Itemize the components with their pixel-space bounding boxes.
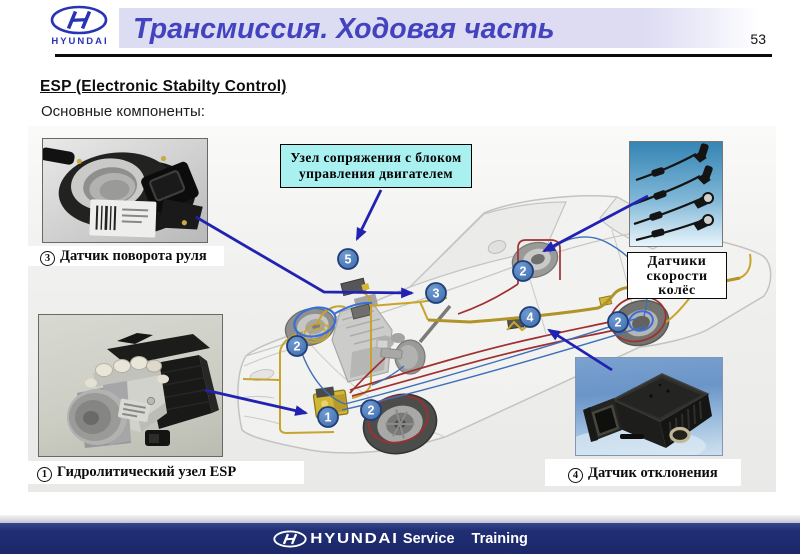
caption-strip [28,461,304,484]
callout-line1: Узел сопряжения с блоком [290,150,462,165]
callout-engine-ecu-interface: Узел сопряжения с блоком управления двиг… [280,144,472,188]
caption-steering-sensor: 3 Датчик поворота руля [40,248,207,266]
brand-name: HYUNDAI [51,36,109,47]
caption-number-icon: 1 [37,467,52,482]
footer-hyundai-logo-icon [273,530,307,547]
photo-hydraulic-unit [38,314,223,457]
caption-number-icon: 4 [568,468,583,483]
photo-wheel-speed-sensors [629,141,723,247]
label-wheel-speed-sensors: Датчики скорости колёс [627,252,727,299]
caption-strip [28,246,224,266]
label-line3: колёс [658,283,696,298]
photo-yaw-sensor [575,357,723,456]
title-strip [119,8,772,48]
caption-number-icon: 3 [40,251,55,266]
caption-yaw-sensor: 4 Датчик отклонения [568,465,718,483]
caption-text: Гидролитический узел ESP [57,464,237,480]
label-line1: Датчики [647,254,707,269]
footer-content: HYUNDAI Service Training [0,523,800,554]
footer-divider [0,515,800,523]
callout-line2: управления двигателем [299,166,453,181]
slide-subheading: Основные компоненты: [41,103,205,120]
slide-heading: ESP (Electronic Stabilty Control) [40,78,287,95]
footer-training: Training [471,530,528,547]
header-rule [55,54,772,57]
footer-brand-name: HYUNDAI [310,530,399,547]
page-title: Трансмиссия. Ходовая часть [133,13,555,45]
caption-text: Датчик отклонения [588,465,718,481]
page-number: 53 [750,31,766,47]
label-line2: скорости [646,268,708,284]
footer-bar [0,523,800,554]
photo-steering-angle-sensor [42,138,208,243]
caption-hydraulic-unit: 1 Гидролитический узел ESP [37,464,236,482]
footer-service: Service [402,530,455,547]
hyundai-logo-icon [50,5,108,35]
caption-text: Датчик поворота руля [60,248,207,264]
